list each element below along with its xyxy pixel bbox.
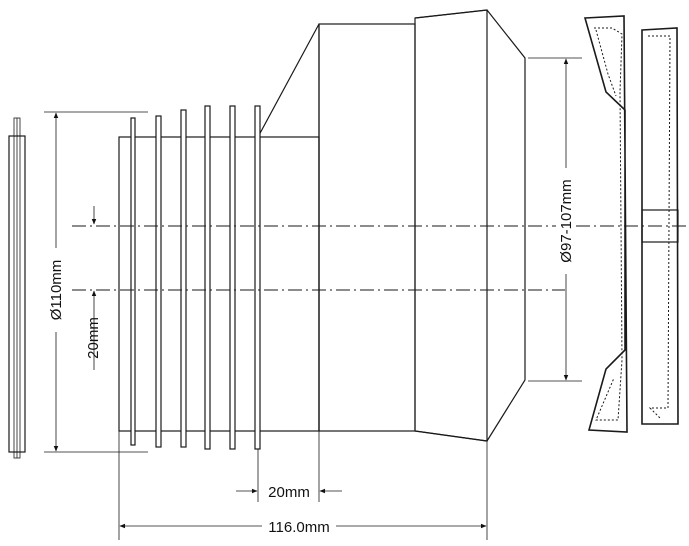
rib-5 — [229, 105, 236, 450]
left-seal-ring — [8, 117, 26, 459]
connector-body — [118, 9, 526, 442]
rib-2 — [155, 115, 162, 448]
offset-label: 20mm — [85, 317, 102, 359]
total-length-label: 116.0mm — [268, 519, 329, 536]
rib-3 — [180, 109, 187, 448]
rib-6 — [254, 105, 261, 450]
dim-rib-spacing — [236, 431, 342, 502]
inner-diameter-label: Ø97-107mm — [558, 179, 575, 262]
centerlines — [72, 225, 689, 291]
sealing-ribs — [130, 105, 261, 450]
outer-diameter-label: Ø110mm — [48, 260, 65, 321]
right-gasket — [583, 15, 628, 433]
rib-4 — [204, 105, 211, 450]
rib-1 — [130, 117, 136, 446]
rib-spacing-label: 20mm — [268, 484, 310, 501]
